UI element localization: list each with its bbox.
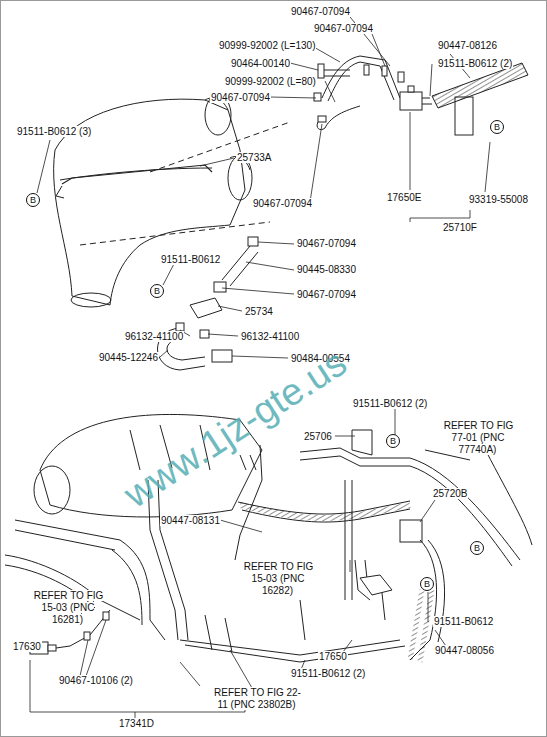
engine-lower — [5, 414, 532, 662]
part-number: 90447-08131 — [160, 515, 221, 527]
vsv-valve — [400, 92, 422, 110]
part-number: 91511-B0612 (2) — [352, 398, 428, 410]
part-number: 91511-B0612 — [433, 616, 494, 628]
part-number: 90467-07094 — [296, 289, 357, 301]
part-number-text: 90447-08056 — [434, 645, 495, 656]
bracket — [455, 97, 473, 135]
part-number: 90999-92002 (L=130) — [218, 40, 316, 52]
part-number-text: 96132-41100 — [240, 331, 300, 342]
part-number: 90467-07094 — [313, 23, 374, 35]
part-number-text: 90467-07094 — [296, 238, 357, 249]
part-number: 17630 — [12, 641, 42, 653]
part-number-text: 91511-B0612 (2) — [290, 668, 366, 679]
part-number-text: 91511-B0612 — [433, 616, 494, 627]
vacuum-hoses-middle — [158, 237, 259, 370]
part-number-text: 90467-10106 (2) — [58, 675, 134, 686]
part-number-text: REFER TO FIG 15-03 (PNC 16282) — [243, 561, 314, 596]
part-number: 90467-07094 — [252, 198, 313, 210]
part-number-text: 17650E — [386, 192, 422, 203]
part-number: REFER TO FIG 22-11 (PNC 23802B) — [212, 687, 302, 711]
part-number-text: 90999-92002 (L=80) — [224, 76, 317, 87]
part-number-text: 90467-07094 — [252, 198, 313, 209]
part-number: 17341D — [118, 718, 155, 730]
callout-letter: B — [474, 543, 480, 553]
part-number: 93319-55008 — [468, 194, 529, 206]
part-number-text: 91511-B0612 (2) — [352, 398, 428, 409]
callout-circle: B — [470, 541, 484, 555]
callout-letter: B — [494, 122, 500, 132]
callout-circle: B — [150, 284, 164, 298]
part-number: 17650E — [386, 192, 422, 204]
part-number-text: 91511-B0612 (3) — [16, 126, 92, 137]
callout-letter: B — [390, 436, 396, 446]
part-number-text: 90447-08131 — [160, 515, 221, 526]
part-number-text: 17341D — [118, 718, 155, 729]
part-number-text: 25710F — [442, 222, 478, 233]
part-number: 90447-08056 — [434, 645, 495, 657]
callout-letter: B — [30, 195, 36, 205]
part-number-text: 90999-92002 (L=130) — [218, 40, 316, 51]
part-number-text: 25734 — [244, 306, 274, 317]
part-number-text: 90467-07094 — [210, 92, 271, 103]
part-number: 91511-B0612 (2) — [290, 668, 366, 680]
part-number: 90999-92002 (L=80) — [224, 76, 317, 88]
part-number-text: REFER TO FIG 22-11 (PNC 23802B) — [213, 687, 301, 710]
leader-lines — [20, 12, 490, 718]
part-number-text: 90447-08126 — [437, 40, 498, 51]
part-number: 25706 — [303, 431, 333, 443]
part-number: 96132-41100 — [124, 331, 184, 343]
part-number-text: 93319-55008 — [468, 194, 529, 205]
part-number-text: 90464-00140 — [230, 58, 291, 69]
part-number: 90467-10106 (2) — [58, 675, 134, 687]
part-number: REFER TO FIG 15-03 (PNC 16281) — [30, 590, 106, 626]
part-number: 91511-B0612 (3) — [16, 126, 92, 138]
part-number: 96132-41100 — [240, 331, 300, 343]
part-number: 17650 — [318, 651, 348, 663]
part-number-text: 90445-12246 — [98, 352, 159, 363]
part-number: 91511-B0612 — [160, 254, 221, 266]
part-number-text: 90467-07094 — [296, 289, 357, 300]
part-number: 25734 — [244, 306, 274, 318]
callout-circle: B — [420, 577, 434, 591]
callout-circle: B — [386, 434, 400, 448]
part-number: 90464-00140 — [230, 58, 291, 70]
part-number-text: REFER TO FIG 15-03 (PNC 16281) — [33, 590, 104, 625]
part-number-text: 25706 — [303, 431, 333, 442]
part-number: 90445-12246 — [98, 352, 159, 364]
callout-circle: B — [26, 193, 40, 207]
part-number: 90467-07094 — [296, 238, 357, 250]
part-number-text: 91511-B0612 — [160, 254, 221, 265]
part-number-text: 17630 — [12, 641, 42, 652]
part-number: 90467-07094 — [290, 6, 351, 18]
callout-circle: B — [490, 120, 504, 134]
part-number: 90445-08330 — [296, 264, 357, 276]
callout-letter: B — [424, 579, 430, 589]
part-number: 25720B — [432, 488, 468, 500]
part-number: REFER TO FIG 77-01 (PNC 77740A) — [440, 420, 516, 456]
part-number: 90467-07094 — [210, 92, 271, 104]
part-number-text: 25733A — [236, 152, 272, 163]
part-number: 25733A — [236, 152, 272, 164]
part-number-text: 91511-B0612 (2) — [437, 58, 513, 69]
part-number-text: 25720B — [432, 488, 468, 499]
part-number: REFER TO FIG 15-03 (PNC 16282) — [240, 561, 316, 597]
dashed-guide — [80, 122, 290, 245]
part-number-text: 96132-41100 — [124, 331, 184, 342]
part-number: 90447-08126 — [437, 40, 498, 52]
callout-letter: B — [154, 286, 160, 296]
part-number-text: 90467-07094 — [290, 6, 351, 17]
part-number: 25710F — [442, 222, 478, 234]
vacuum-hoses-top — [314, 56, 528, 135]
part-number-text: 90445-08330 — [296, 264, 357, 275]
part-number-text: 17650 — [318, 651, 348, 662]
part-number-text: 90467-07094 — [313, 23, 374, 34]
part-number: 91511-B0612 (2) — [437, 58, 513, 70]
part-number-text: REFER TO FIG 77-01 (PNC 77740A) — [443, 420, 514, 455]
